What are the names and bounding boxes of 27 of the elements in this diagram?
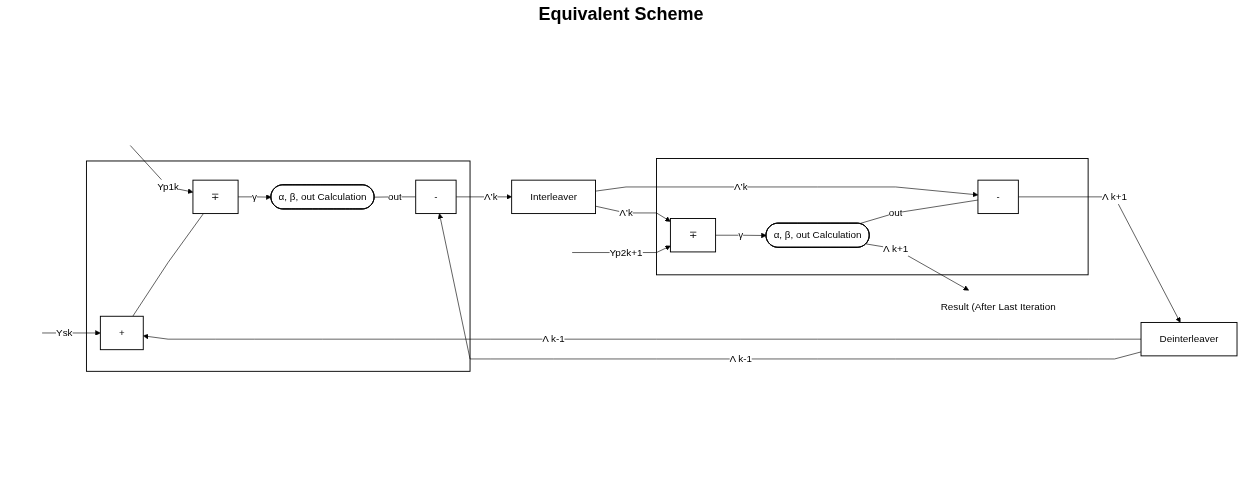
edge-label: γ (738, 230, 744, 241)
edge-label: out (888, 207, 903, 219)
edge-label: Yp1k (157, 181, 180, 193)
cluster (656, 158, 1089, 276)
edge-label: Λ k+1 (883, 243, 909, 255)
edge-label: Λ k-1 (542, 333, 565, 345)
cluster (86, 160, 471, 373)
node-box: Deinterleaver (1140, 322, 1238, 357)
edge-label: γ (252, 191, 257, 203)
connector (859, 200, 979, 225)
edge-label: Λ’k (619, 207, 633, 219)
node-box: - (415, 180, 457, 215)
edge-label: Λ’k (483, 191, 498, 203)
node-text: Result (After Last Iteration (940, 301, 1056, 313)
node-box: Interleaver (511, 180, 596, 215)
node-box: - (977, 180, 1019, 215)
edge-label: Λ k-1 (729, 353, 753, 365)
edge-label: Λ k+1 (1102, 191, 1128, 203)
edge-label: Ysk (56, 327, 73, 339)
node-box: ∓ (192, 180, 239, 215)
edge-label: out (388, 191, 402, 203)
edge-label: Yp2k+1 (609, 247, 643, 258)
connector (132, 213, 204, 317)
node-box: ∓ (669, 218, 717, 253)
node-box: + (99, 316, 144, 351)
edge-label: Λ’k (733, 181, 748, 193)
diagram-title: Equivalent Scheme (537, 4, 705, 25)
